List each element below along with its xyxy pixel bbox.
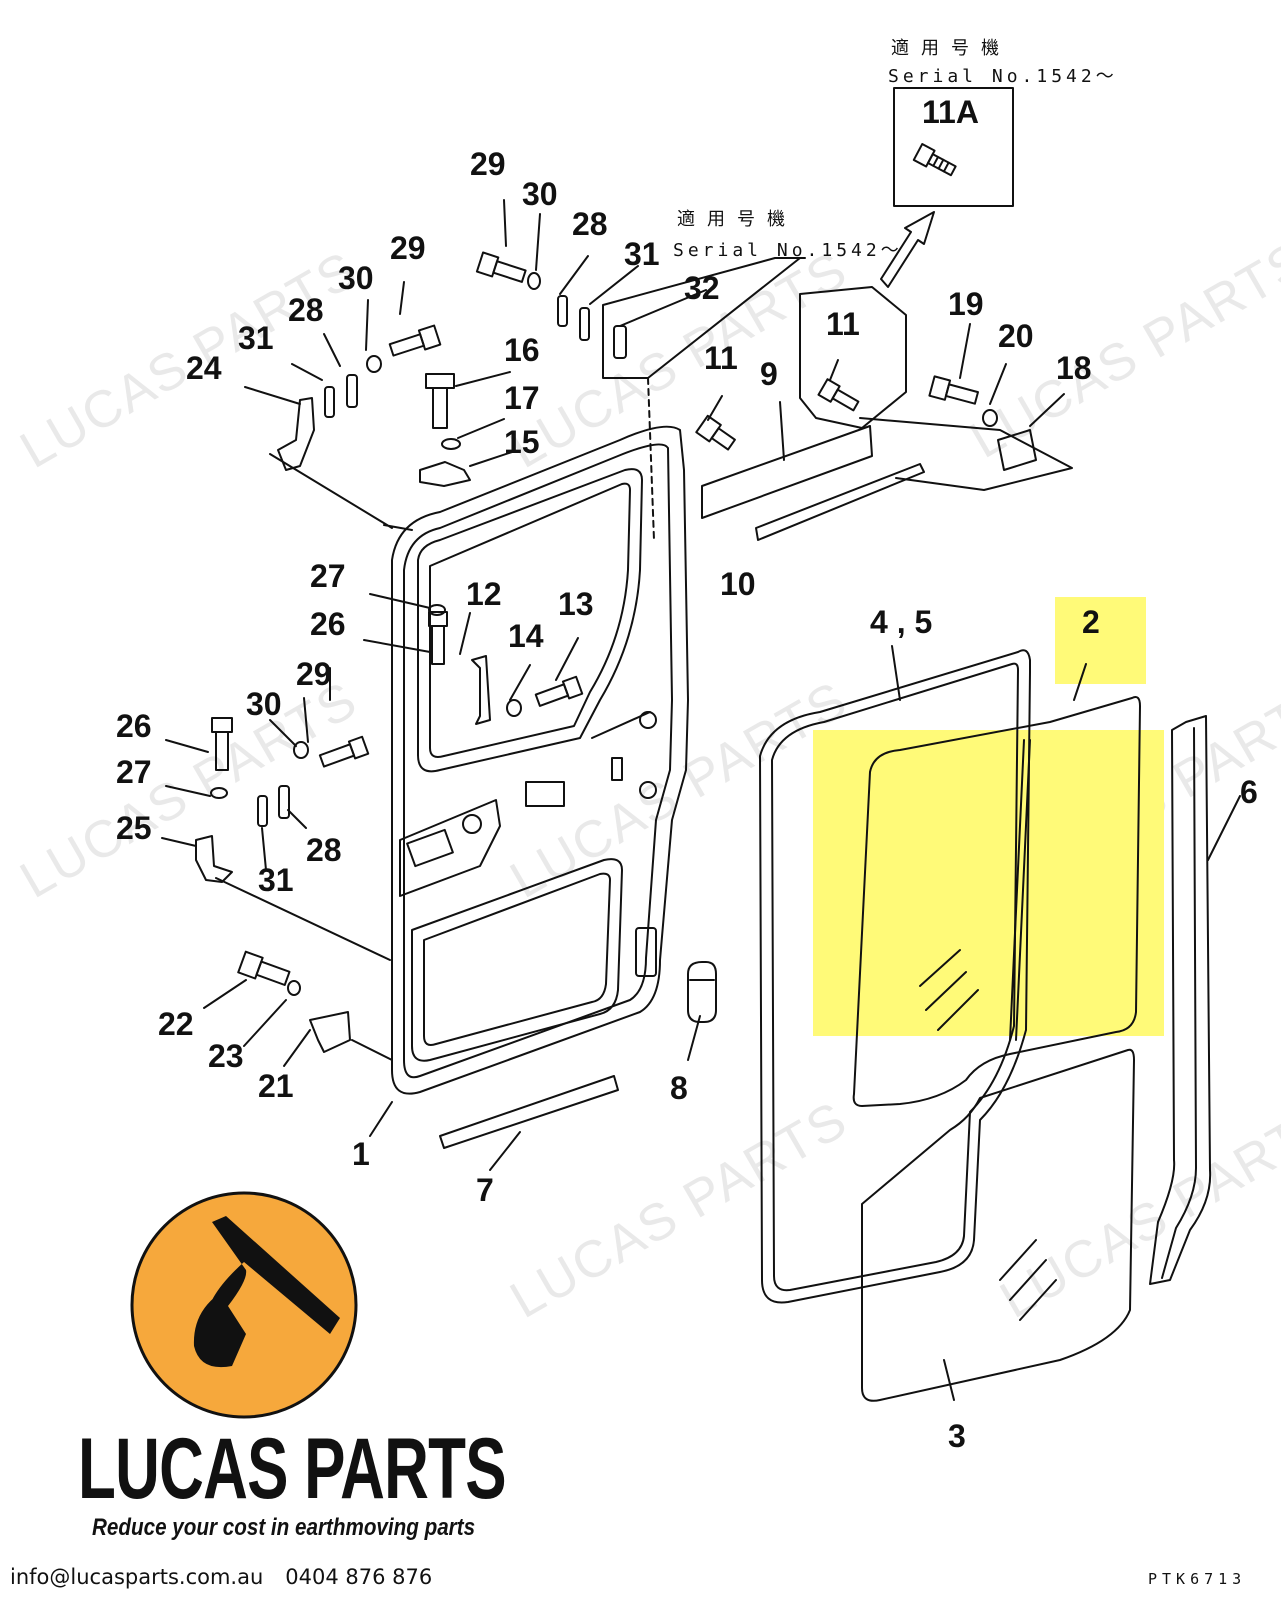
callout-23: 23: [208, 1038, 244, 1074]
callout-21: 21: [258, 1068, 294, 1104]
hinge-24: [277, 397, 315, 471]
bolt-11a: [912, 143, 957, 177]
strip-9: [701, 425, 873, 519]
callout-26: 26: [310, 606, 346, 642]
arrow-to-11a: [880, 211, 935, 288]
contact-phone[interactable]: 0404 876 876: [285, 1565, 433, 1589]
contact-email[interactable]: info@lucasparts.com.au: [10, 1565, 264, 1589]
callout-11a: 11A: [922, 94, 979, 130]
hinge-21: [309, 1011, 351, 1053]
callout-30: 30: [522, 176, 558, 212]
serial-note-jp-label: 適用号機: [677, 209, 797, 230]
callout-6: 6: [1240, 774, 1258, 810]
callout-2: 2: [1082, 604, 1100, 640]
callout-31: 31: [624, 236, 660, 272]
handle-8: [687, 961, 717, 1023]
serial-note-frame: [602, 257, 806, 379]
callout-19: 19: [948, 286, 984, 322]
callout-14: 14: [508, 618, 544, 654]
callout-15: 15: [504, 424, 540, 460]
callout-8: 8: [670, 1070, 688, 1106]
callout-13: 13: [558, 586, 594, 622]
logo-hook-icon: [193, 1216, 340, 1368]
callout-20: 20: [998, 318, 1034, 354]
callout-31: 31: [258, 862, 294, 898]
callout-4-5: 4 , 5: [870, 604, 933, 640]
callout-28: 28: [288, 292, 324, 328]
callout-30: 30: [338, 260, 374, 296]
callout-27: 27: [310, 558, 346, 594]
serial-box-jp-label: 適用号機: [891, 38, 1011, 59]
callout-3: 3: [948, 1418, 966, 1454]
hinge-25: [195, 835, 233, 883]
serial-note-serial-label: Serial No.1542～: [673, 240, 903, 261]
callout-11: 11: [826, 306, 860, 342]
callout-11: 11: [704, 340, 738, 376]
strip-10: [755, 463, 925, 541]
callout-29: 29: [390, 230, 426, 266]
bracket-15: [419, 461, 471, 487]
callout-28: 28: [572, 206, 608, 242]
glass-2: [852, 696, 1141, 1107]
seal-6: [1149, 715, 1212, 1285]
serial-box-serial-label: Serial No.1542～: [888, 66, 1118, 87]
callout-17: 17: [504, 380, 540, 416]
logo-circle: [130, 1191, 358, 1419]
callout-1: 1: [352, 1136, 370, 1172]
serial-box: [893, 87, 1014, 207]
highlight-label-2: [1055, 597, 1146, 684]
door-frame: [391, 425, 689, 1095]
logo: [130, 1191, 358, 1419]
drawing-code: PTK6713: [1148, 1570, 1247, 1588]
brand-name: LUCAS PARTS: [78, 1421, 507, 1517]
callout-29: 29: [296, 656, 332, 692]
detail-box-11: [799, 286, 907, 429]
bracket-18: [997, 429, 1037, 471]
callout-22: 22: [158, 1006, 194, 1042]
callout-9: 9: [760, 356, 778, 392]
callout-18: 18: [1056, 350, 1092, 386]
callout-32: 32: [684, 270, 720, 306]
callout-29: 29: [470, 146, 506, 182]
callout-12: 12: [466, 576, 502, 612]
callout-24: 24: [186, 350, 222, 386]
bolt-11-right: [817, 378, 860, 412]
callout-25: 25: [116, 810, 152, 846]
strip-7: [439, 1075, 619, 1149]
highlight-glass-2: [813, 730, 1164, 1036]
glass-3: [861, 1048, 1135, 1402]
seal-4-5: [759, 649, 1031, 1304]
callout-10: 10: [720, 566, 756, 602]
callout-26: 26: [116, 708, 152, 744]
bracket-12: [471, 655, 491, 725]
callout-27: 27: [116, 754, 152, 790]
callout-16: 16: [504, 332, 540, 368]
callout-28: 28: [306, 832, 342, 868]
brand-tagline: Reduce your cost in earthmoving parts: [92, 1514, 476, 1541]
callout-30: 30: [246, 686, 282, 722]
callout-7: 7: [476, 1172, 494, 1208]
callout-31: 31: [238, 320, 274, 356]
contact-line: info@lucasparts.com.au 0404 876 876: [10, 1565, 432, 1589]
